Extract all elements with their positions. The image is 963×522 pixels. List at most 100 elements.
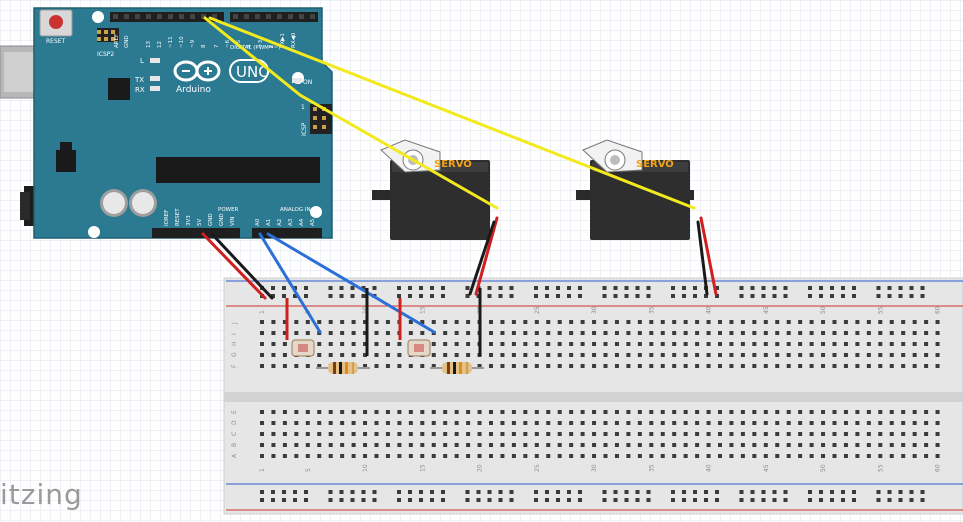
servo-1-label: SERVO	[434, 159, 472, 170]
breadboard-hole	[715, 490, 719, 494]
breadboard-hole	[887, 286, 892, 290]
breadboard-hole	[443, 342, 448, 346]
breadboard-hole	[898, 498, 903, 502]
breadboard-hole	[866, 331, 871, 335]
breadboard-hole	[556, 490, 560, 494]
breadboard-hole	[487, 490, 492, 494]
breadboard-hole	[603, 421, 608, 425]
breadboard-hole	[671, 498, 675, 502]
breadboard-hole	[682, 294, 686, 298]
breadboard-hole	[852, 498, 856, 502]
breadboard-hole	[580, 342, 585, 346]
breadboard-hole	[614, 410, 619, 414]
breadboard-hole	[580, 421, 585, 425]
breadboard-hole	[317, 364, 322, 368]
breadboard-hole	[476, 498, 481, 502]
breadboard-hole	[740, 410, 745, 414]
breadboard-hole	[454, 331, 459, 335]
breadboard-hole	[317, 410, 322, 414]
breadboard-hole	[430, 286, 434, 290]
breadboard-hole	[798, 443, 803, 447]
breadboard-hole	[592, 421, 597, 425]
breadboard-hole	[935, 454, 940, 458]
breadboard-hole	[761, 490, 766, 494]
breadboard-hole	[876, 294, 881, 298]
breadboard-hole	[420, 320, 425, 324]
breadboard-hole	[660, 342, 665, 346]
breadboard-hole	[898, 490, 903, 494]
tx-led	[150, 76, 160, 81]
breadboard-hole	[408, 443, 413, 447]
breadboard-hole	[843, 331, 848, 335]
on-led	[292, 78, 302, 83]
breadboard-hole	[819, 498, 823, 502]
breadboard-hole	[786, 364, 791, 368]
breadboard-hole	[786, 454, 791, 458]
breadboard-hole	[328, 342, 333, 346]
breadboard-hole	[372, 498, 377, 502]
breadboard-hole	[660, 454, 665, 458]
breadboard-hole	[534, 410, 539, 414]
breadboard-hole	[718, 432, 722, 436]
breadboard-hole	[489, 331, 493, 335]
breadboard-hole	[718, 443, 722, 447]
breadboard-hole	[924, 421, 929, 425]
breadboard-hole	[671, 286, 675, 290]
breadboard-hole	[477, 432, 482, 436]
breadboard-hole	[832, 443, 837, 447]
breadboard-hole	[431, 454, 436, 458]
breadboard-hole	[646, 498, 651, 502]
gnd-wire	[210, 232, 274, 300]
breadboard-hole	[912, 331, 917, 335]
breadboard-hole	[489, 432, 493, 436]
breadboard-hole	[419, 490, 423, 494]
breadboard-hole	[545, 498, 549, 502]
breadboard-hole	[763, 421, 768, 425]
breadboard-hole	[305, 410, 310, 414]
breadboard-hole	[695, 342, 700, 346]
breadboard-hole	[569, 353, 574, 357]
breadboard-hole	[901, 432, 906, 436]
breadboard-hole	[821, 410, 826, 414]
breadboard-hole	[511, 342, 516, 346]
breadboard-hole	[340, 454, 345, 458]
breadboard-column-number: 50	[820, 306, 827, 314]
breadboard-hole	[821, 443, 826, 447]
breadboard-hole	[466, 342, 471, 346]
breadboard-hole	[282, 421, 287, 425]
breadboard-hole	[431, 364, 436, 368]
breadboard-hole	[718, 320, 722, 324]
breadboard-hole	[901, 410, 906, 414]
breadboard-hole	[546, 320, 551, 324]
breadboard-hole	[294, 443, 299, 447]
breadboard-hole	[752, 443, 757, 447]
breadboard-row-label: C	[231, 432, 238, 436]
breadboard-hole	[603, 331, 608, 335]
breadboard-hole	[578, 498, 582, 502]
breadboard-hole	[408, 331, 413, 335]
breadboard-hole	[397, 421, 402, 425]
breadboard-hole	[901, 454, 906, 458]
breadboard-hole	[672, 320, 677, 324]
breadboard-column-number: 5	[305, 468, 312, 472]
usb-chip	[108, 78, 130, 100]
breadboard-hole	[649, 342, 654, 346]
breadboard-hole	[626, 320, 631, 324]
breadboard-hole	[361, 286, 366, 290]
breadboard-hole	[328, 498, 333, 502]
breadboard-hole	[772, 286, 777, 290]
breadboard-hole	[431, 421, 436, 425]
resistor-1	[316, 362, 370, 374]
breadboard-hole	[361, 498, 366, 502]
breadboard-hole	[441, 498, 445, 502]
icsp2-label: ICSP2	[97, 51, 114, 58]
breadboard-hole	[489, 421, 493, 425]
breadboard-hole	[567, 294, 571, 298]
breadboard-hole	[855, 353, 860, 357]
breadboard-hole	[592, 342, 597, 346]
breadboard-hole	[374, 342, 379, 346]
breadboard-hole	[487, 286, 492, 290]
breadboard-hole	[614, 353, 619, 357]
breadboard-hole	[466, 454, 471, 458]
breadboard-hole	[704, 294, 708, 298]
